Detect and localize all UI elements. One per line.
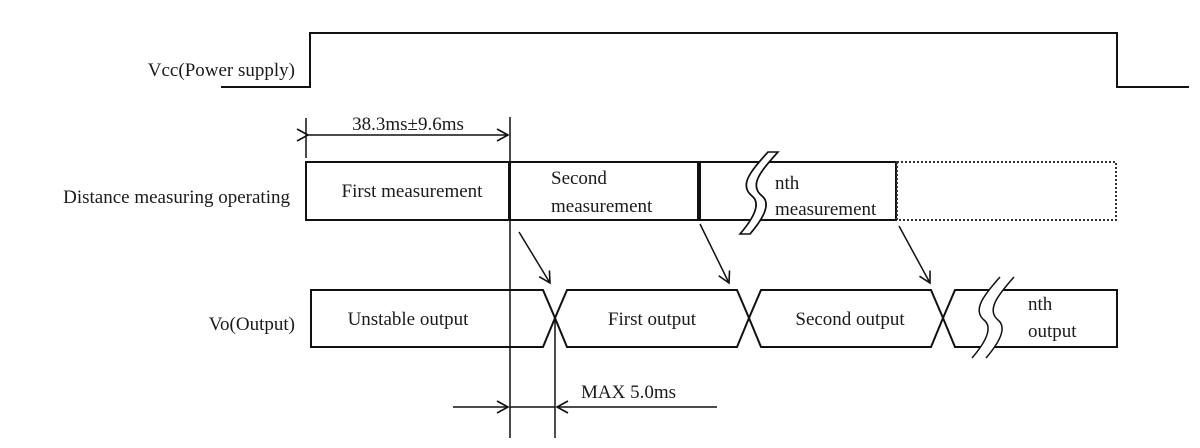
second-measurement-label-1: Second [551, 168, 607, 189]
vo-label: Vo(Output) [209, 314, 295, 335]
unstable-output-label: Unstable output [348, 309, 470, 330]
nth-measurement-label-1: nth [775, 173, 800, 194]
measuring-label: Distance measuring operating [63, 187, 290, 208]
output-break-line-2 [985, 276, 1015, 359]
first-measurement-label: First measurement [342, 181, 484, 202]
delay-annotation: MAX 5.0ms [581, 382, 676, 403]
first-output-label: First output [608, 309, 697, 330]
arrow-first-output [518, 231, 551, 285]
vcc-waveform [221, 32, 1189, 88]
period-annotation: 38.3ms±9.6ms [352, 114, 464, 135]
arrow-second-output [699, 223, 731, 285]
unstable-output-box [310, 289, 557, 348]
measurement-break-line-2 [749, 151, 779, 235]
future-measurement-box [896, 161, 1117, 221]
second-measurement-label-2: measurement [551, 196, 653, 217]
second-output-label: Second output [795, 309, 905, 330]
arrow-nth-output [898, 225, 931, 285]
vcc-label: Vcc(Power supply) [148, 60, 295, 81]
nth-measurement-label-2: measurement [775, 199, 877, 220]
nth-output-label-2: output [1028, 321, 1077, 342]
output-break-line-1 [971, 276, 1001, 359]
measurement-break-line-1 [739, 151, 769, 235]
nth-output-box [942, 289, 1118, 348]
output-break-mark [972, 277, 1014, 358]
second-measurement-box [509, 161, 699, 221]
nth-output-label-1: nth [1028, 294, 1053, 315]
